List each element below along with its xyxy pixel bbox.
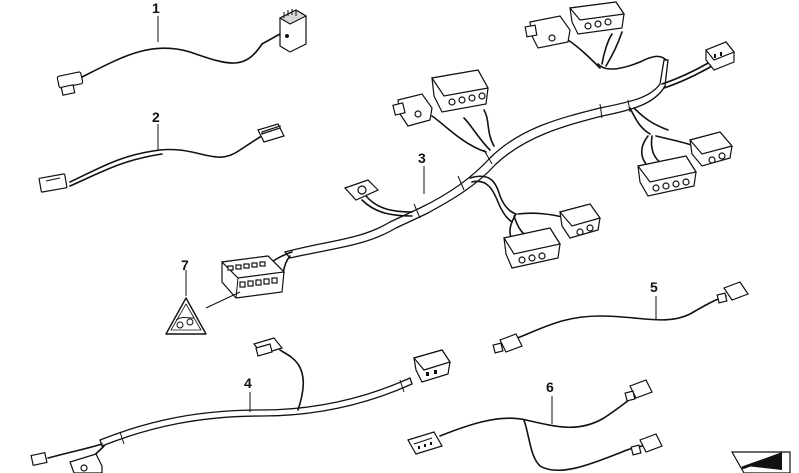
part-5-plug-left	[492, 333, 523, 354]
part-5-cable[interactable]: 5	[492, 279, 749, 354]
part-6-plug-right-top	[624, 379, 653, 402]
part-3-connector-top-a	[430, 69, 489, 113]
part-3-clip	[343, 179, 380, 201]
callout-6: 6	[546, 379, 554, 395]
airbag-warning-triangle-icon	[165, 297, 207, 335]
callout-3: 3	[418, 150, 426, 166]
part-1-module	[261, 9, 308, 53]
part-3-connector-top-right-a	[568, 1, 626, 35]
callout-7: 7	[181, 257, 189, 273]
part-3-connector-top-right-b	[524, 15, 571, 49]
part-1-cable[interactable]: 1	[56, 0, 308, 96]
part-6-plug-right-bottom	[630, 433, 663, 456]
part-3-connector-top-b	[392, 93, 433, 127]
part-2-plug-right	[257, 123, 285, 143]
navigation-arrow-icon[interactable]	[730, 451, 791, 473]
part-1-plug-left	[56, 71, 84, 96]
part-6-cable[interactable]: 6	[407, 379, 663, 471]
part-3-multi-pin-block	[220, 255, 286, 299]
part-3-connector-right-b	[636, 155, 697, 197]
part-3-block-pins	[227, 261, 278, 288]
part-4-plug-top	[252, 337, 284, 357]
part-4-plug-bottom-left	[30, 451, 48, 467]
part-2-plug-left	[38, 173, 68, 193]
callout-1: 1	[152, 0, 160, 16]
part-6-plug-left	[407, 431, 443, 455]
part-3-connector-far-right	[705, 41, 735, 71]
part-5-plug-right	[716, 281, 749, 304]
part-4-connector-bottom	[69, 453, 103, 473]
part-3-connector-mid-a	[558, 203, 601, 239]
part-3-connector-mid-b	[503, 227, 561, 269]
part-4-plug-right	[412, 349, 451, 383]
part-4-cable[interactable]: 4	[30, 337, 451, 473]
part-3-connector-right-a	[688, 131, 734, 167]
part-2-cable[interactable]: 2	[38, 109, 285, 193]
callout-5: 5	[650, 279, 658, 295]
callout-4: 4	[244, 375, 252, 391]
callout-2: 2	[152, 109, 160, 125]
callout-7-leader-b	[205, 291, 241, 309]
part-3-main-harness[interactable]: 3	[220, 1, 735, 299]
part-7-warning-label[interactable]: 7	[165, 257, 241, 335]
